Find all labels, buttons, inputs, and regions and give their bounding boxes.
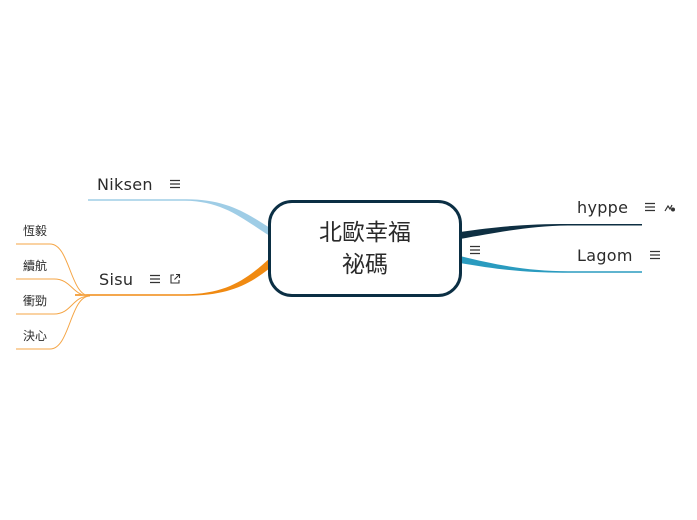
- topic-niksen[interactable]: Niksen: [97, 173, 189, 195]
- hyppe-connector: [460, 224, 568, 239]
- topic-niksen-label: Niksen: [97, 174, 153, 194]
- central-topic-line1: 北歐幸福: [319, 219, 411, 246]
- niksen-connector: [185, 199, 270, 236]
- topic-lagom-label: Lagom: [577, 245, 633, 265]
- topic-hyppe-label: hyppe: [577, 197, 629, 217]
- subtopic-sisu-4[interactable]: 決心: [23, 329, 48, 343]
- lagom-connector: [460, 256, 568, 273]
- subtopic-sisu-1[interactable]: 恆毅: [23, 224, 48, 238]
- sisu-child-connector: [16, 278, 91, 297]
- sisu-child-connector: [16, 243, 91, 297]
- sisu-connector: [185, 258, 270, 296]
- topic-lagom[interactable]: Lagom: [577, 244, 669, 266]
- notes-icon[interactable]: [169, 178, 181, 190]
- sisu-child-connector: [16, 295, 91, 315]
- sisu-child-connector: [16, 295, 91, 350]
- central-topic[interactable]: 北歐幸福 祕碼: [268, 200, 462, 297]
- subtopic-sisu-3[interactable]: 衝勁: [23, 294, 48, 308]
- notes-icon[interactable]: [649, 249, 661, 261]
- central-topic-line2: 祕碼: [342, 251, 388, 278]
- external-link-icon[interactable]: [169, 273, 181, 285]
- tag-icon[interactable]: [664, 201, 676, 213]
- subtopic-sisu-2[interactable]: 續航: [23, 259, 48, 273]
- notes-icon[interactable]: [469, 241, 481, 255]
- notes-icon[interactable]: [149, 273, 161, 285]
- topic-sisu-label: Sisu: [99, 269, 134, 289]
- topic-hyppe[interactable]: hyppe: [577, 196, 684, 218]
- notes-icon[interactable]: [644, 201, 656, 213]
- topic-sisu[interactable]: Sisu: [99, 268, 189, 290]
